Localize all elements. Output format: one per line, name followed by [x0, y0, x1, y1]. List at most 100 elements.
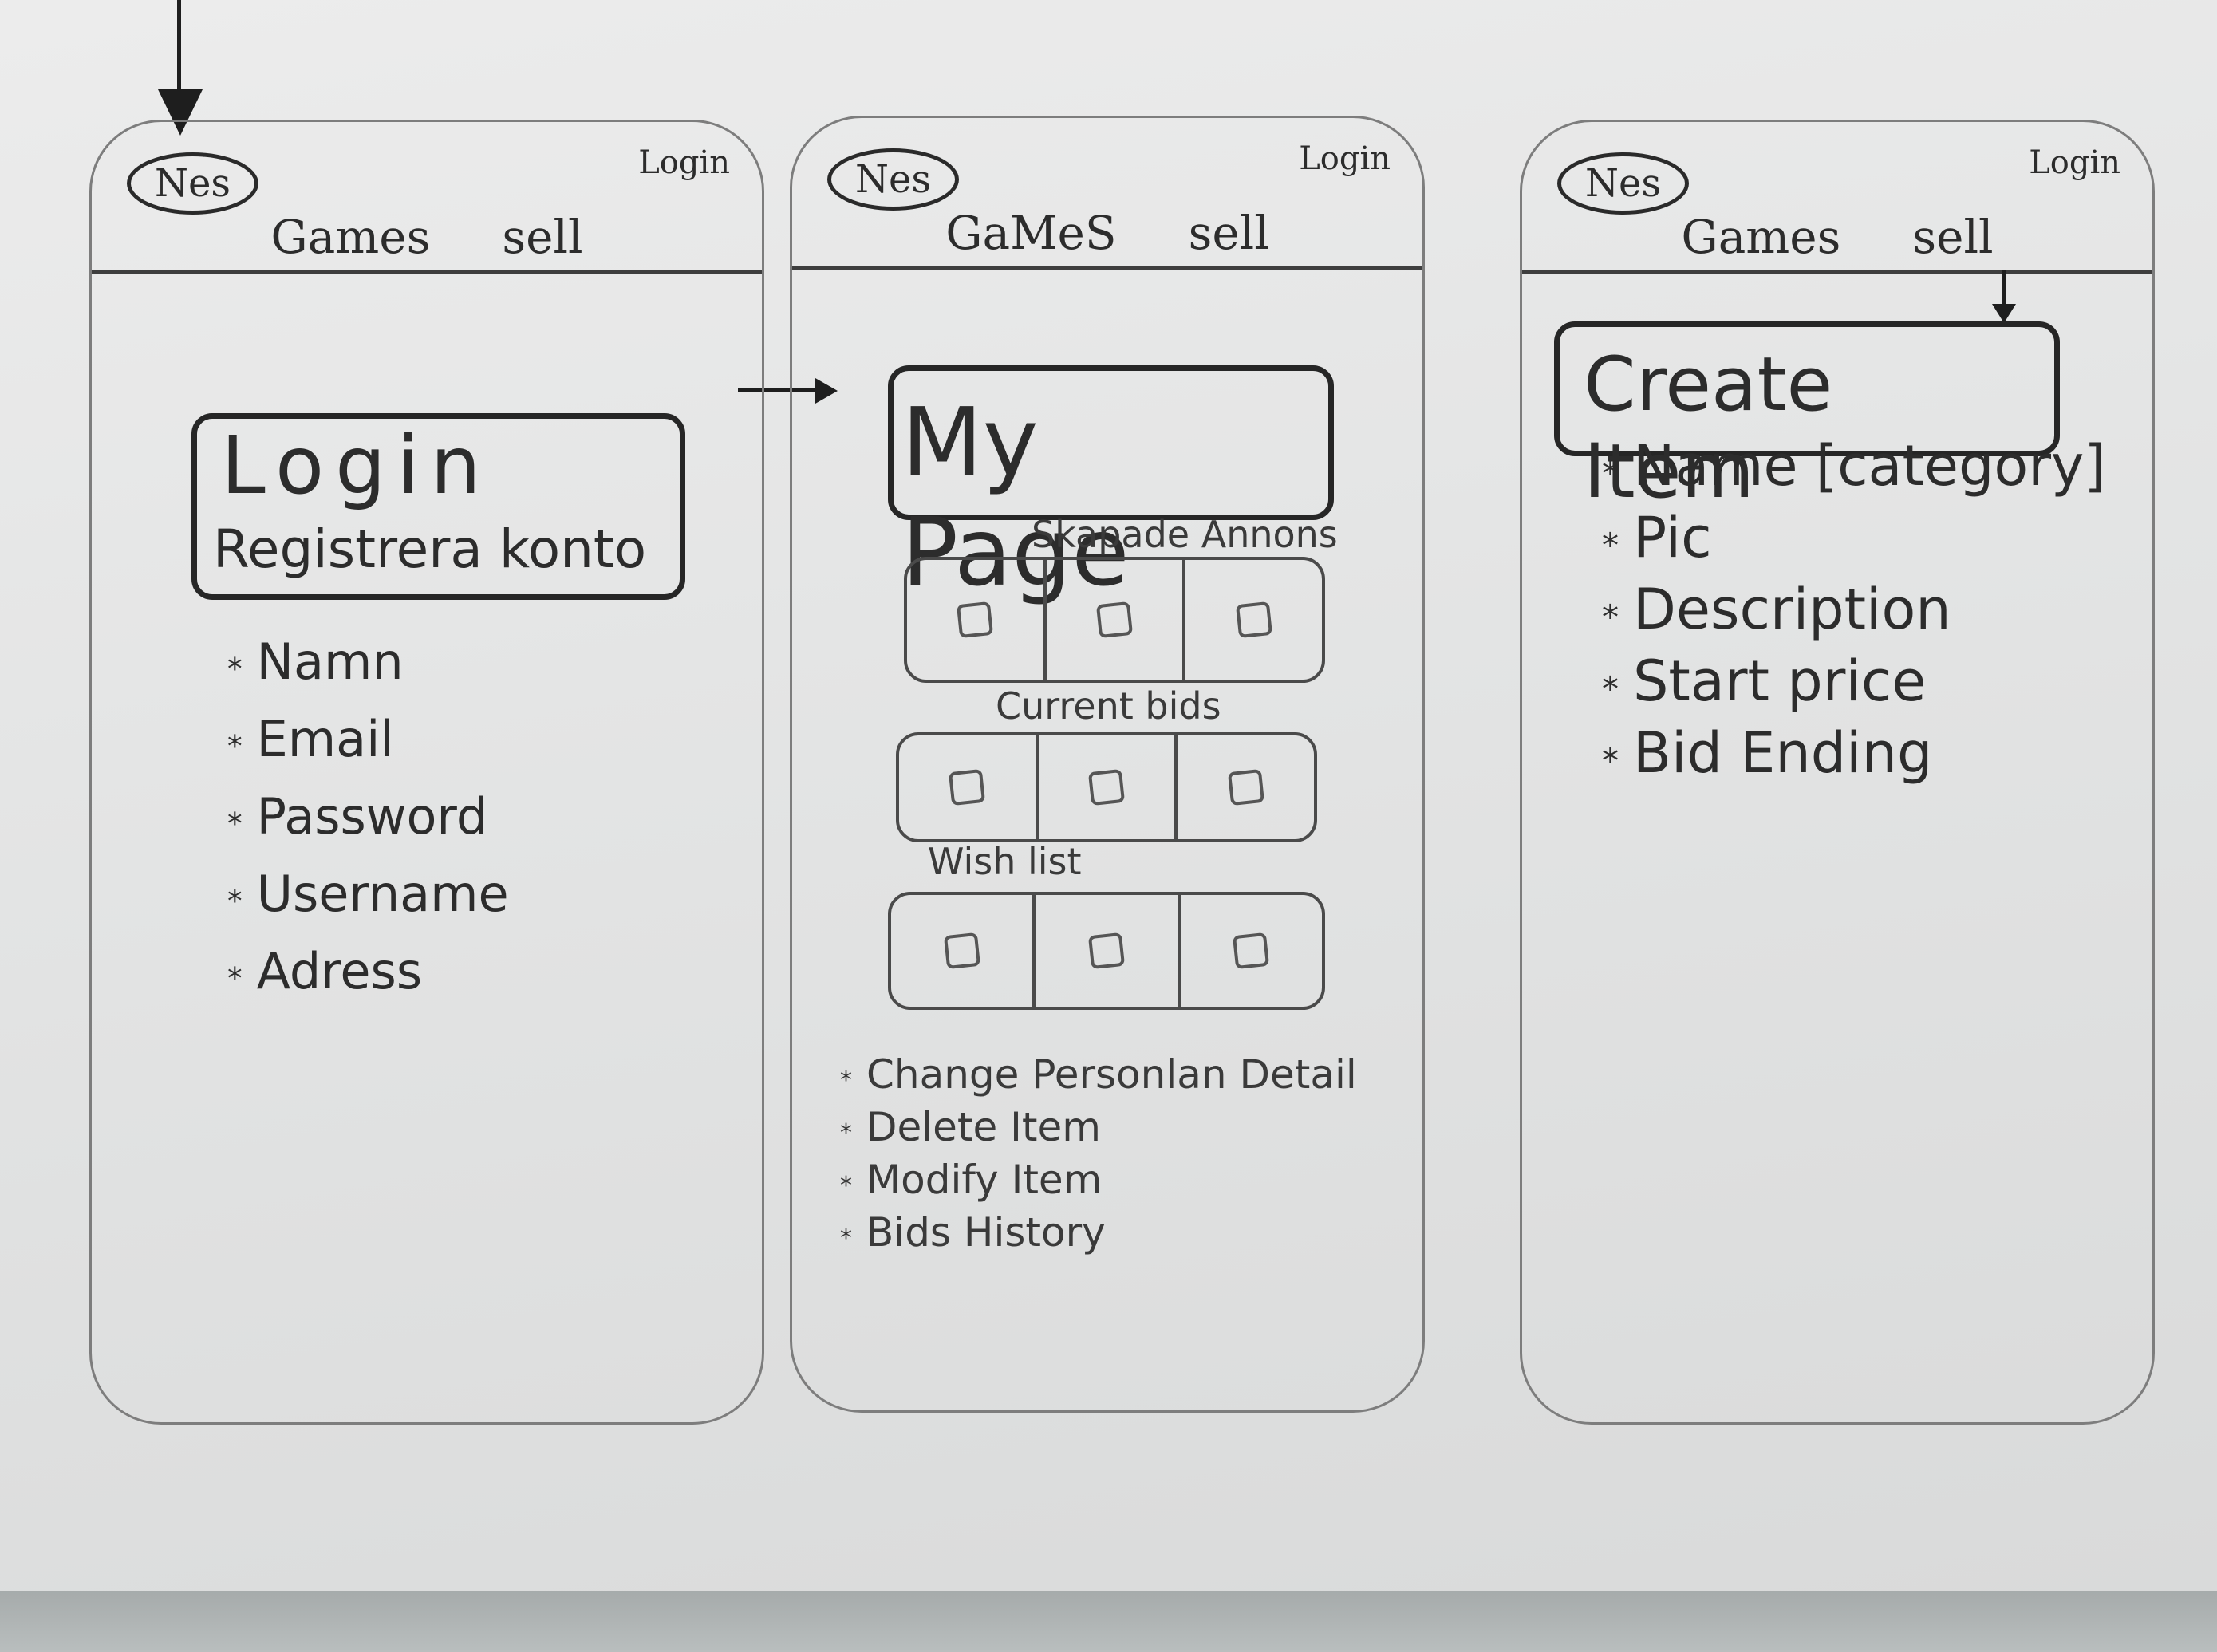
address-field[interactable]: * Adress — [227, 942, 509, 1019]
nes-logo[interactable]: Nes — [1557, 152, 1690, 215]
bid-tile[interactable] — [899, 735, 1036, 839]
thumbnail-icon — [1087, 768, 1126, 806]
action-label: Modify Item — [866, 1157, 1103, 1203]
name-category-field[interactable]: * Name [category] — [1602, 433, 2106, 505]
account-actions: *Change Personlan Detail * Delete Item * M… — [840, 1051, 1357, 1262]
bullet-icon: * — [1602, 669, 1619, 708]
nav-sell-link[interactable]: sell — [1912, 210, 1994, 264]
create-item-form-fields: * Name [category] * Pic * Description * Star… — [1602, 433, 2106, 792]
bullet-icon: * — [1602, 454, 1619, 493]
bullet-icon: * — [840, 1224, 852, 1252]
register-account-link[interactable]: Registrera konto — [213, 518, 647, 580]
field-label: Namn — [256, 633, 404, 691]
bullet-icon: * — [227, 883, 243, 918]
bullet-icon: * — [1602, 597, 1619, 637]
login-title[interactable]: Login — [221, 419, 492, 512]
flow-arrow-head-icon — [815, 378, 838, 404]
flow-arrow-login-to-mypage — [738, 388, 822, 392]
sell-arrow-head-icon — [1992, 304, 2016, 323]
nav-games-link[interactable]: GaMeS — [945, 206, 1117, 260]
name-field[interactable]: * Namn — [227, 633, 509, 710]
thumbnail-icon — [1235, 601, 1272, 639]
create-item-header: Create Item — [1554, 321, 2060, 515]
bid-tile[interactable] — [1174, 735, 1314, 839]
thumbnail-icon — [957, 601, 994, 639]
bullet-icon: * — [840, 1172, 852, 1200]
ad-tile[interactable] — [1043, 560, 1183, 680]
change-personal-details-link[interactable]: *Change Personlan Detail — [840, 1051, 1357, 1104]
field-label: Description — [1633, 577, 1951, 642]
bid-ending-field[interactable]: * Bid Ending — [1602, 720, 2106, 792]
nes-logo[interactable]: Nes — [127, 152, 259, 215]
wish-tile[interactable] — [1177, 895, 1322, 1007]
nav-divider — [1522, 270, 2152, 274]
nav-login-link[interactable]: Login — [1299, 140, 1391, 177]
nav-bar: Games sell — [1522, 210, 2152, 264]
field-label: Username — [256, 865, 509, 923]
thumbnail-icon — [1227, 768, 1264, 806]
wish-list-label: Wish list — [928, 840, 1082, 883]
phone-screen-login: Nes Login Games sell Login Registrera ko… — [89, 120, 764, 1425]
bullet-icon: * — [840, 1067, 852, 1094]
field-label: Start price — [1633, 649, 1927, 714]
wish-tile[interactable] — [891, 895, 1032, 1007]
bullet-icon: * — [227, 806, 243, 841]
nav-sell-link[interactable]: sell — [1188, 206, 1269, 260]
nav-divider — [792, 266, 1422, 270]
bullet-icon: * — [227, 960, 243, 996]
wish-tile[interactable] — [1032, 895, 1177, 1007]
field-label: Adress — [256, 942, 423, 1000]
thumbnail-icon — [1095, 601, 1134, 639]
thumbnail-icon — [943, 932, 980, 970]
action-label: Bids History — [866, 1209, 1106, 1256]
nav-sell-link[interactable]: sell — [502, 210, 583, 264]
field-label: Bid Ending — [1633, 720, 1933, 786]
nav-games-link[interactable]: Games — [1681, 210, 1841, 264]
bid-tile[interactable] — [1035, 735, 1175, 839]
email-field[interactable]: *Email — [227, 710, 509, 787]
nav-games-link[interactable]: Games — [270, 210, 431, 264]
phone-screen-my-page: Nes Login GaMeS sell My Page Skapade Ann… — [790, 116, 1425, 1413]
description-field[interactable]: * Description — [1602, 577, 2106, 649]
start-price-field[interactable]: * Start price — [1602, 649, 2106, 720]
login-form-fields: * Namn *Email * Password * Username * Adress — [227, 633, 509, 1019]
create-item-title: Create Item — [1584, 341, 1833, 515]
current-bids-row — [896, 732, 1317, 842]
nav-bar: Games sell — [92, 210, 762, 264]
bullet-icon: * — [1602, 741, 1619, 780]
phone-screen-create-item: Nes Login Games sell Create Item * Name [… — [1520, 120, 2155, 1425]
bullet-icon: * — [227, 728, 243, 763]
ad-tile[interactable] — [907, 560, 1043, 680]
password-field[interactable]: * Password — [227, 787, 509, 865]
thumbnail-icon — [949, 768, 986, 806]
nav-login-link[interactable]: Login — [2029, 144, 2120, 181]
nav-bar: GaMeS sell — [792, 206, 1422, 260]
nes-logo[interactable]: Nes — [827, 148, 960, 211]
my-page-title: My Page — [901, 387, 1130, 607]
current-bids-label: Current bids — [996, 684, 1221, 727]
bullet-icon: * — [227, 651, 243, 686]
delete-item-link[interactable]: * Delete Item — [840, 1104, 1357, 1157]
sell-arrow — [2002, 270, 2006, 309]
bids-history-link[interactable]: * Bids History — [840, 1209, 1357, 1262]
entry-arrow-head-icon — [158, 89, 203, 136]
login-panel[interactable]: Login Registrera konto — [191, 413, 685, 600]
entry-arrow — [177, 0, 181, 120]
modify-item-link[interactable]: * Modify Item — [840, 1157, 1357, 1209]
action-label: Delete Item — [866, 1104, 1101, 1150]
wish-list-row — [888, 892, 1325, 1010]
paper-sheet — [0, 0, 2217, 1591]
bullet-icon: * — [1602, 526, 1619, 565]
field-label: Password — [256, 787, 488, 846]
nav-divider — [92, 270, 762, 274]
ad-tile[interactable] — [1182, 560, 1322, 680]
bullet-icon: * — [840, 1119, 852, 1147]
thumbnail-icon — [1087, 932, 1126, 970]
nav-login-link[interactable]: Login — [638, 144, 730, 181]
table-surface — [0, 1591, 2217, 1652]
picture-upload-field[interactable]: * Pic — [1602, 505, 2106, 577]
username-field[interactable]: * Username — [227, 865, 509, 942]
field-label: Pic — [1633, 505, 1712, 570]
field-label: Name [category] — [1633, 433, 2106, 499]
thumbnail-icon — [1233, 932, 1270, 970]
